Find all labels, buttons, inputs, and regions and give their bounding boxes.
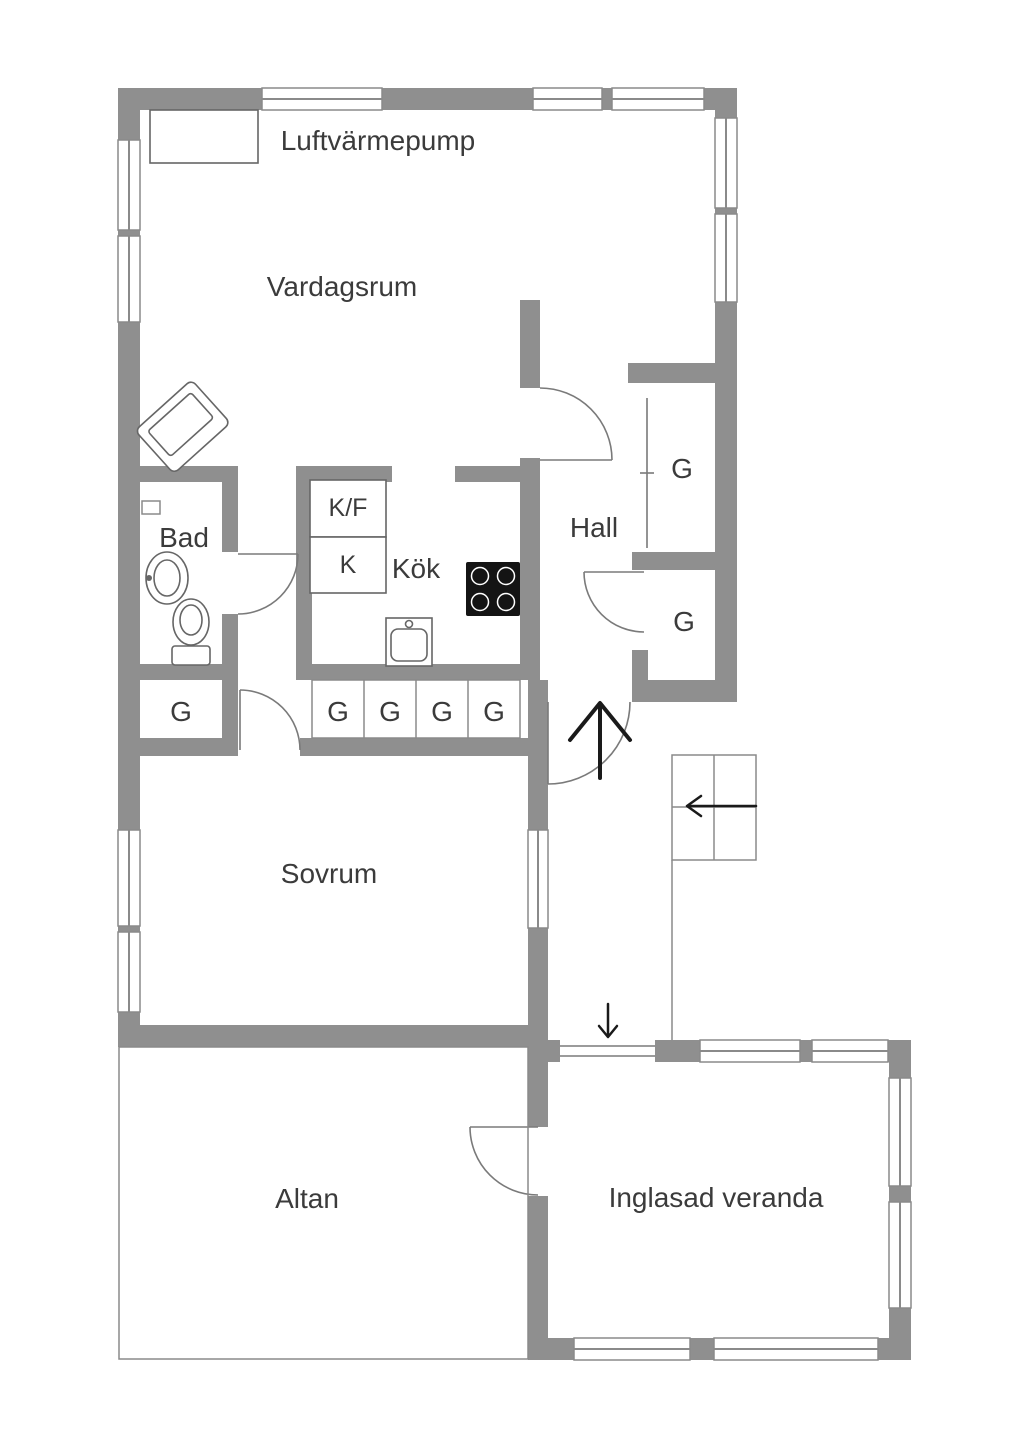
room-label-living-room: Vardagsrum	[267, 271, 417, 302]
room-label-hall: Hall	[570, 512, 618, 543]
room-label-bathroom: Bad	[159, 522, 209, 553]
fridge-freezer-unit	[309, 479, 387, 594]
toilet	[171, 598, 211, 666]
wardrobe-row	[311, 679, 521, 739]
label-wardrobe-3: G	[431, 696, 453, 727]
veranda-entry-arrow-icon	[597, 1002, 619, 1039]
label-wardrobe-4: G	[483, 696, 505, 727]
label-fridge-freezer: K/F	[329, 494, 368, 522]
kitchen-sink	[385, 617, 433, 667]
stove	[466, 562, 520, 616]
entry-steps	[671, 754, 757, 1040]
steps-arrow-icon	[685, 794, 758, 818]
armchair	[136, 381, 229, 473]
bathroom-fixture	[141, 500, 161, 515]
room-label-terrace: Altan	[275, 1183, 339, 1214]
label-wardrobe-2: G	[379, 696, 401, 727]
washbasin	[145, 551, 189, 605]
room-label-kitchen: Kök	[392, 553, 441, 584]
label-wardrobe-1: G	[327, 696, 349, 727]
label-wardrobe-hall-bottom: G	[673, 606, 695, 637]
doors	[237, 387, 655, 1196]
room-labels: Luftvärmepump Vardagsrum Bad K/F K Kök H…	[159, 125, 824, 1214]
walls	[118, 88, 911, 1360]
label-fridge: K	[340, 551, 357, 579]
heat-pump-unit	[149, 109, 259, 164]
room-label-bedroom: Sovrum	[281, 858, 377, 889]
terrace-outline	[118, 1046, 529, 1360]
entry-arrow-icon	[568, 701, 632, 780]
label-wardrobe-bath: G	[170, 696, 192, 727]
room-label-heat-pump: Luftvärmepump	[281, 125, 476, 156]
windows	[117, 87, 912, 1361]
label-wardrobe-hall-top: G	[671, 453, 693, 484]
room-label-glazed-veranda: Inglasad veranda	[609, 1182, 824, 1213]
